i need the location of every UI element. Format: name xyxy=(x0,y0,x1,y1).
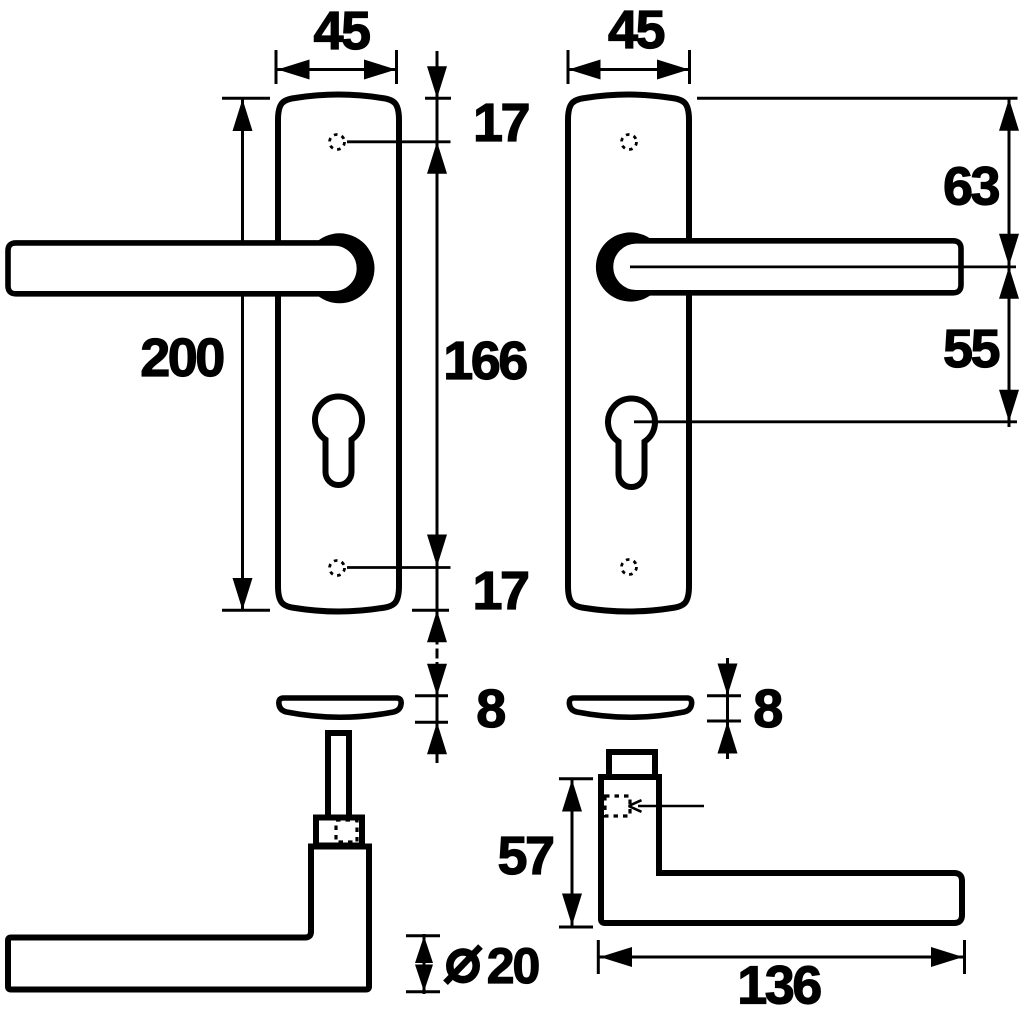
svg-text:45: 45 xyxy=(313,1,370,61)
svg-text:55: 55 xyxy=(943,319,1000,379)
svg-text:166: 166 xyxy=(443,331,527,391)
svg-text:20: 20 xyxy=(487,938,539,994)
svg-text:8: 8 xyxy=(753,679,782,739)
svg-text:8: 8 xyxy=(476,679,505,739)
svg-text:200: 200 xyxy=(140,328,223,388)
svg-text:57: 57 xyxy=(497,826,553,886)
svg-text:136: 136 xyxy=(737,956,821,1016)
svg-text:63: 63 xyxy=(943,157,1000,217)
svg-text:17: 17 xyxy=(472,561,528,621)
svg-text:45: 45 xyxy=(608,0,665,60)
svg-text:17: 17 xyxy=(473,93,529,153)
